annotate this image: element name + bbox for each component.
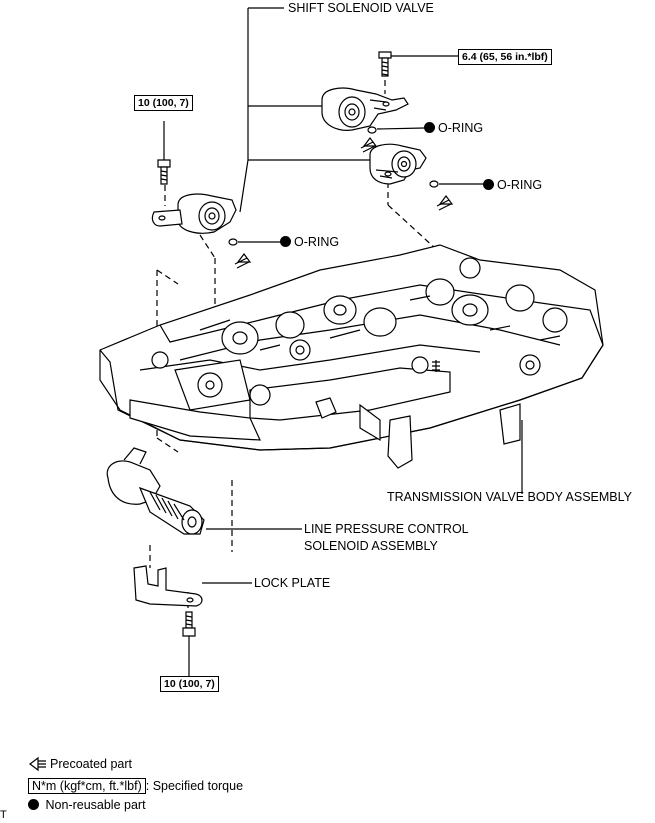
torque-lock-bolt: 10 (100, 7) — [160, 676, 219, 692]
o-ring-label-middle: O-RING — [483, 178, 542, 193]
o-ring-text: O-RING — [497, 178, 543, 192]
lock-plate-label: LOCK PLATE — [254, 576, 331, 590]
legend-torque-suffix: : Specified torque — [145, 779, 244, 793]
line-pressure-label-line1: LINE PRESSURE CONTROL — [304, 522, 469, 536]
legend-nonreusable: Non-reusable part — [28, 798, 146, 813]
legend-nonreusable-text: Non-reusable part — [45, 798, 146, 812]
shift-solenoid-leader — [239, 7, 370, 213]
upper-shift-solenoid — [321, 87, 409, 131]
middle-o-ring — [429, 180, 439, 188]
precoated-arrows — [234, 137, 454, 269]
left-shift-solenoid — [151, 193, 237, 234]
o-ring-text: O-RING — [438, 121, 484, 135]
legend-torque-box: N*m (kgf*cm, ft.*lbf) — [28, 778, 146, 794]
upper-shift-bolt — [378, 51, 458, 77]
corner-mark: T — [0, 809, 7, 821]
legend-torque: N*m (kgf*cm, ft.*lbf): Specified torque — [28, 778, 244, 794]
transmission-valve-body-label: TRANSMISSION VALVE BODY ASSEMBLY — [387, 490, 632, 504]
non-reusable-dot-icon — [483, 179, 494, 190]
upper-o-ring — [367, 126, 377, 134]
shift-solenoid-valve-label: SHIFT SOLENOID VALVE — [288, 1, 434, 15]
line-pressure-solenoid — [106, 447, 205, 535]
left-o-ring — [228, 238, 238, 246]
line-pressure-label-line2: SOLENOID ASSEMBLY — [304, 539, 438, 553]
o-ring-label-upper: O-RING — [424, 121, 483, 136]
o-ring-label-left: O-RING — [280, 235, 339, 250]
valve-body — [99, 244, 604, 469]
middle-shift-solenoid — [369, 143, 427, 185]
non-reusable-dot-icon — [280, 236, 291, 247]
non-reusable-dot-icon — [28, 799, 39, 810]
o-ring-text: O-RING — [294, 235, 340, 249]
lock-plate-bolt — [182, 611, 196, 676]
torque-left-bolt: 10 (100, 7) — [134, 95, 193, 111]
non-reusable-dot-icon — [424, 122, 435, 133]
legend-precoated-arrow — [29, 756, 46, 772]
left-bolt — [157, 121, 171, 185]
legend-precoated: Precoated part — [50, 757, 132, 771]
lock-plate — [133, 565, 203, 607]
torque-shift-bolt: 6.4 (65, 56 in.*lbf) — [458, 49, 552, 65]
